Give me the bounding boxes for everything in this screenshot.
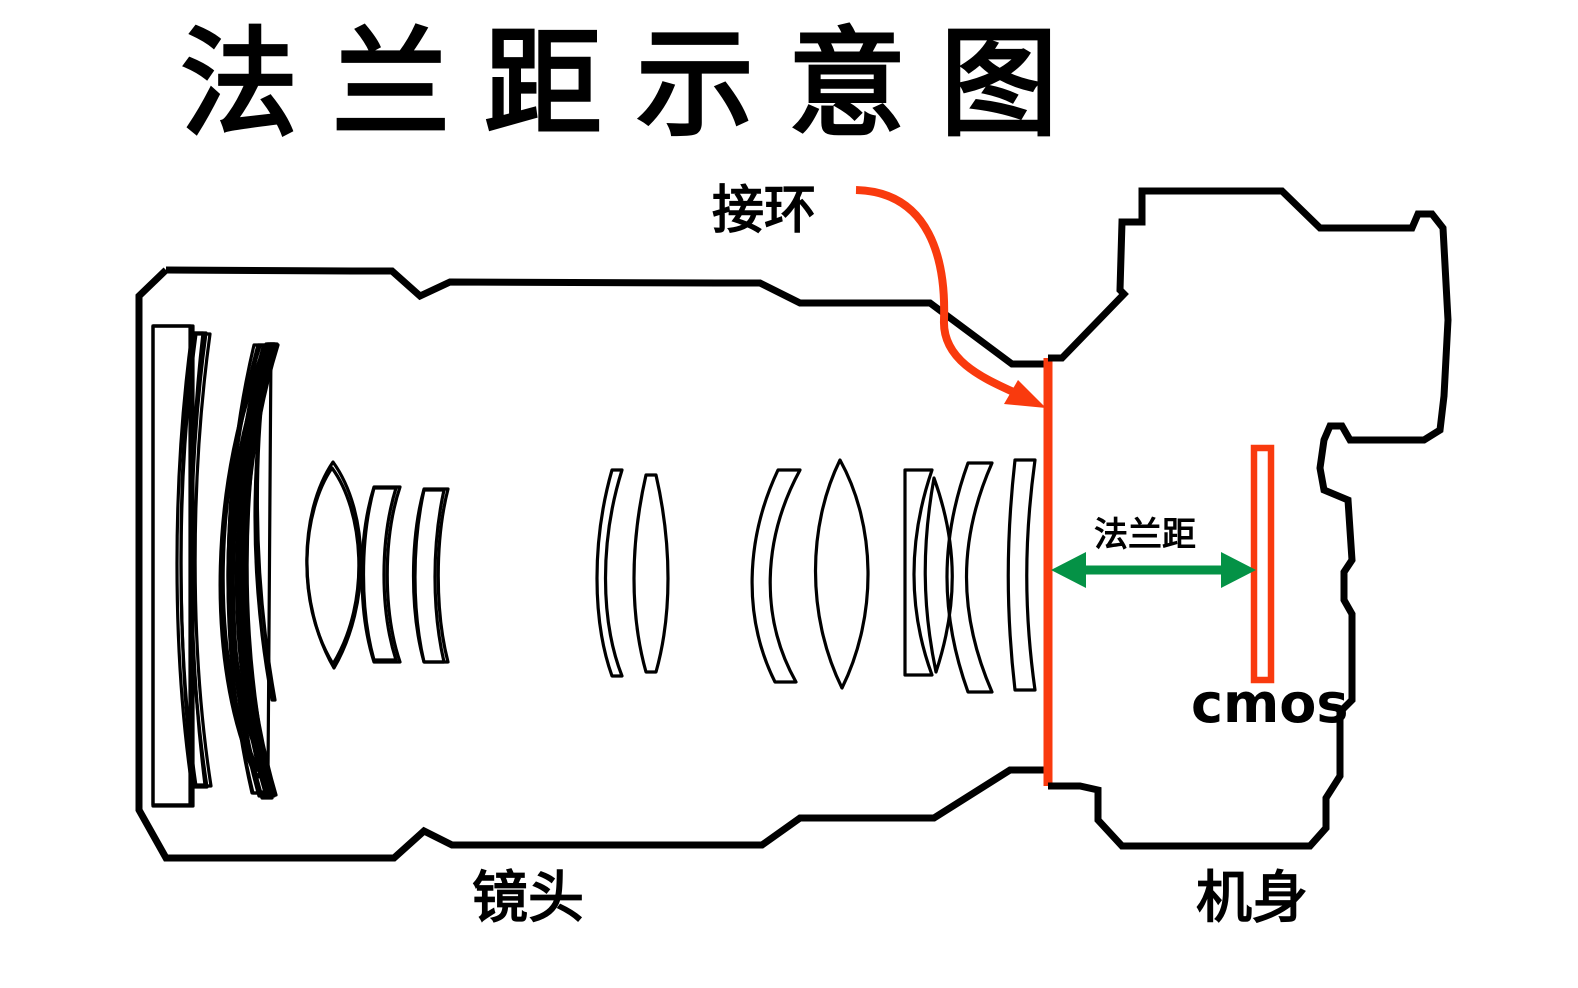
camera-body-outline	[1048, 187, 1452, 850]
optic-front-meniscus	[218, 345, 275, 779]
optic-middle-b	[632, 473, 670, 674]
optic-middle-a	[595, 468, 624, 678]
optic-rear-a	[750, 468, 802, 684]
optic-rear-c	[903, 468, 934, 677]
flange-distance-arrowhead-left	[1051, 552, 1086, 588]
mount-ring-arrow-curve	[855, 186, 1032, 404]
flange-distance-measure: 法兰距	[1051, 515, 1256, 588]
optic-rear-b	[813, 458, 870, 690]
optic-rear-e	[945, 461, 994, 694]
sensor-label: cmos	[1191, 672, 1349, 735]
optic-biconvex-front	[305, 460, 363, 670]
lens-element-wide-meniscus	[236, 343, 274, 799]
mount-ring-label: 接环	[712, 181, 816, 241]
optic-rear-flat	[1006, 458, 1037, 692]
optic-meniscus-2	[221, 344, 274, 780]
flange-distance-label: 法兰距	[1094, 515, 1196, 555]
optic-thin-meniscus	[179, 332, 213, 788]
image-sensor: cmos	[1191, 444, 1349, 735]
page-title: 法兰距示意图	[180, 15, 1092, 153]
flange-distance-arrowhead-right	[1221, 552, 1256, 588]
mount-ring-arrow-head	[1004, 380, 1046, 408]
optic-meniscus-4	[411, 487, 450, 664]
mount-ring-annotation: 接环	[712, 181, 1046, 408]
lens-label: 镜头	[472, 866, 584, 931]
sensor-outline	[1250, 444, 1275, 684]
optic-meniscus-3	[360, 485, 402, 664]
optic-flat-plate	[151, 324, 195, 808]
camera-body-label: 机身	[1196, 866, 1308, 931]
lens-optics	[151, 324, 1037, 808]
